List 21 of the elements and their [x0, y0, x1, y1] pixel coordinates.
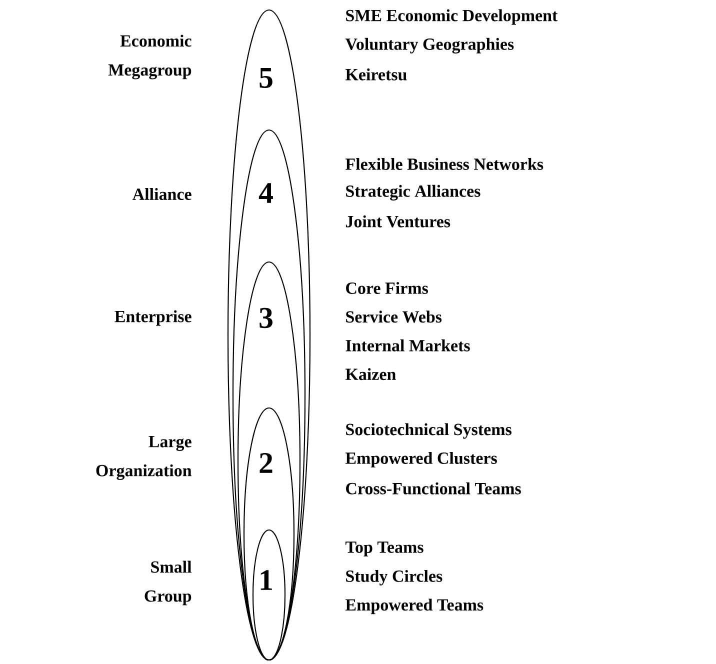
example-text: Core Firms	[346, 282, 428, 294]
example-text: Empowered Teams	[346, 598, 484, 614]
level-label: Large Organization	[96, 436, 192, 480]
level-label: Alliance	[132, 188, 192, 200]
example-text: Kaizen	[346, 368, 396, 380]
example-text: SME Economic Development	[346, 9, 558, 25]
example-text: Internal Markets	[346, 339, 470, 352]
example-text: Strategic Alliances	[346, 184, 480, 200]
example-text: Flexible Business Networks	[346, 158, 544, 170]
example-text: Sociotechnical Systems	[346, 423, 512, 439]
level-label: Small Group	[144, 560, 192, 606]
example-text: Empowered Clusters	[346, 452, 497, 468]
example-text: Keiretsu	[346, 68, 407, 80]
example-text: Service Webs	[346, 310, 442, 323]
level-label: Economic Megagroup	[108, 34, 192, 80]
example-text: Joint Ventures	[346, 215, 450, 228]
example-text: Voluntary Geographies	[345, 38, 514, 54]
example-text: Study Circles	[346, 570, 442, 586]
example-text: Cross-Functional Teams	[346, 482, 521, 494]
level-label: Enterprise	[114, 310, 192, 326]
example-text: Top Teams	[345, 542, 424, 556]
